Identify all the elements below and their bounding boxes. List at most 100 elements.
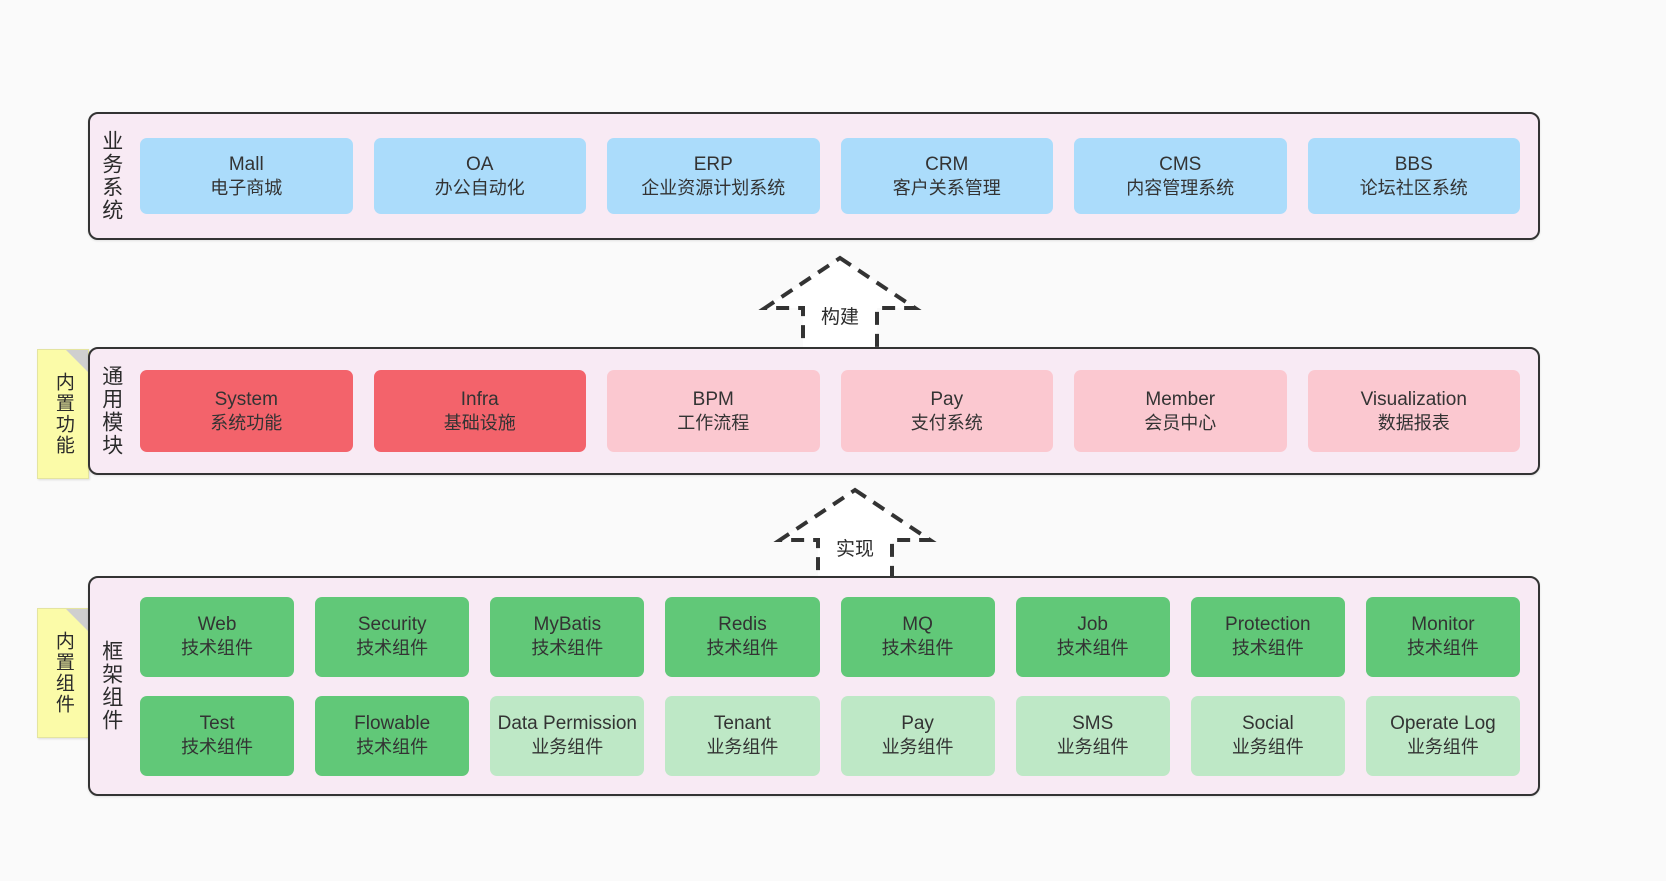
layer-title-module: 通用模块 xyxy=(99,365,123,457)
card-job[interactable]: Job 技术组件 xyxy=(1015,596,1170,677)
card-title: BBS xyxy=(1394,153,1433,175)
card-protection[interactable]: Protection 技术组件 xyxy=(1190,596,1345,677)
card-subtitle: 数据报表 xyxy=(1377,412,1450,433)
layer-common-module: 通用模块 System 系统功能 Infra 基础设施 BPM 工作流程 Pay… xyxy=(88,347,1540,475)
card-subtitle: 技术组件 xyxy=(356,638,429,659)
card-bbs[interactable]: BBS 论坛社区系统 xyxy=(1307,138,1520,214)
card-title: SMS xyxy=(1072,713,1114,735)
arrow-build-label: 构建 xyxy=(820,307,859,328)
card-monitor[interactable]: Monitor 技术组件 xyxy=(1365,596,1520,677)
card-subtitle: 业务组件 xyxy=(706,737,779,758)
card-title: Job xyxy=(1077,614,1108,636)
layer-business-system: 业务系统 Mall 电子商城 OA 办公自动化 ERP 企业资源计划系统 CRM… xyxy=(88,112,1540,240)
card-title: Tenant xyxy=(713,713,771,735)
card-mybatis[interactable]: MyBatis 技术组件 xyxy=(490,596,645,677)
card-web[interactable]: Web 技术组件 xyxy=(140,596,295,677)
card-title: Social xyxy=(1241,713,1294,735)
card-subtitle: 办公自动化 xyxy=(434,177,525,198)
card-mall[interactable]: Mall 电子商城 xyxy=(140,138,353,214)
card-subtitle: 企业资源计划系统 xyxy=(641,177,786,198)
card-title: Member xyxy=(1145,388,1216,410)
card-subtitle: 技术组件 xyxy=(181,638,254,659)
card-subtitle: 客户关系管理 xyxy=(892,177,1001,198)
card-member[interactable]: Member 会员中心 xyxy=(1074,370,1287,452)
card-data-permission[interactable]: Data Permission 业务组件 xyxy=(490,695,645,776)
card-title: BPM xyxy=(692,388,734,410)
arrow-implement-label: 实现 xyxy=(835,539,874,560)
card-sms[interactable]: SMS 业务组件 xyxy=(1015,695,1170,776)
layer-body-frame: Web 技术组件 Security 技术组件 MyBatis 技术组件 Redi… xyxy=(132,578,1538,794)
card-subtitle: 电子商城 xyxy=(210,177,283,198)
card-subtitle: 业务组件 xyxy=(1231,737,1304,758)
card-row: Web 技术组件 Security 技术组件 MyBatis 技术组件 Redi… xyxy=(140,596,1520,677)
card-title: ERP xyxy=(693,153,733,175)
card-flowable[interactable]: Flowable 技术组件 xyxy=(315,695,470,776)
layer-title-business: 业务系统 xyxy=(99,130,123,222)
card-subtitle: 论坛社区系统 xyxy=(1359,177,1468,198)
tag-builtin-function: 内置功能 xyxy=(37,349,89,479)
card-visualization[interactable]: Visualization 数据报表 xyxy=(1307,370,1520,452)
card-subtitle: 技术组件 xyxy=(181,737,254,758)
card-bpm[interactable]: BPM 工作流程 xyxy=(607,370,820,452)
card-pay-module[interactable]: Pay 支付系统 xyxy=(840,370,1053,452)
card-title: Monitor xyxy=(1411,614,1475,636)
tag-label: 内置功能 xyxy=(52,372,74,456)
card-operate-log[interactable]: Operate Log 业务组件 xyxy=(1365,695,1520,776)
tag-builtin-component: 内置组件 xyxy=(37,608,89,738)
card-subtitle: 工作流程 xyxy=(677,412,750,433)
card-title: System xyxy=(214,388,278,410)
card-title: Redis xyxy=(718,614,767,636)
card-infra[interactable]: Infra 基础设施 xyxy=(373,370,586,452)
card-subtitle: 技术组件 xyxy=(531,638,604,659)
card-subtitle: 技术组件 xyxy=(1056,638,1129,659)
card-subtitle: 业务组件 xyxy=(531,737,604,758)
card-subtitle: 技术组件 xyxy=(1231,638,1304,659)
card-subtitle: 技术组件 xyxy=(881,638,954,659)
card-title: Pay xyxy=(901,713,934,735)
card-title: Security xyxy=(357,614,427,636)
card-tenant[interactable]: Tenant 业务组件 xyxy=(665,695,820,776)
card-system[interactable]: System 系统功能 xyxy=(140,370,353,452)
card-subtitle: 会员中心 xyxy=(1144,412,1217,433)
card-cms[interactable]: CMS 内容管理系统 xyxy=(1074,138,1287,214)
card-subtitle: 技术组件 xyxy=(706,638,779,659)
card-erp[interactable]: ERP 企业资源计划系统 xyxy=(607,138,820,214)
card-title: MQ xyxy=(902,614,933,636)
card-subtitle: 技术组件 xyxy=(1406,638,1479,659)
card-title: Test xyxy=(199,713,235,735)
arrow-build-icon xyxy=(758,255,922,356)
layer-title-frame: 框架组件 xyxy=(99,640,123,732)
card-subtitle: 系统功能 xyxy=(210,412,283,433)
card-subtitle: 业务组件 xyxy=(881,737,954,758)
card-subtitle: 技术组件 xyxy=(356,737,429,758)
card-crm[interactable]: CRM 客户关系管理 xyxy=(840,138,1053,214)
card-title: Protection xyxy=(1225,614,1311,636)
card-title: Web xyxy=(197,614,237,636)
layer-body-business: Mall 电子商城 OA 办公自动化 ERP 企业资源计划系统 CRM 客户关系… xyxy=(132,114,1538,238)
arrow-implement-icon xyxy=(773,487,937,588)
card-security[interactable]: Security 技术组件 xyxy=(315,596,470,677)
card-row: Test 技术组件 Flowable 技术组件 Data Permission … xyxy=(140,695,1520,776)
card-title: Visualization xyxy=(1360,388,1467,410)
card-pay-component[interactable]: Pay 业务组件 xyxy=(840,695,995,776)
card-title: OA xyxy=(466,153,494,175)
card-title: MyBatis xyxy=(533,614,602,636)
card-social[interactable]: Social 业务组件 xyxy=(1190,695,1345,776)
arrow-build: 构建 xyxy=(755,250,925,360)
card-subtitle: 内容管理系统 xyxy=(1126,177,1235,198)
card-title: Mall xyxy=(228,153,264,175)
card-title: CMS xyxy=(1159,153,1202,175)
card-subtitle: 支付系统 xyxy=(910,412,983,433)
card-title: Infra xyxy=(460,388,499,410)
card-test[interactable]: Test 技术组件 xyxy=(140,695,295,776)
card-title: Operate Log xyxy=(1390,713,1496,735)
layer-framework-component: 框架组件 Web 技术组件 Security 技术组件 MyBatis 技术组件… xyxy=(88,576,1540,796)
card-subtitle: 业务组件 xyxy=(1406,737,1479,758)
tag-label: 内置组件 xyxy=(52,631,74,715)
card-title: Data Permission xyxy=(497,713,637,735)
card-mq[interactable]: MQ 技术组件 xyxy=(840,596,995,677)
card-oa[interactable]: OA 办公自动化 xyxy=(373,138,586,214)
card-redis[interactable]: Redis 技术组件 xyxy=(665,596,820,677)
card-row: Mall 电子商城 OA 办公自动化 ERP 企业资源计划系统 CRM 客户关系… xyxy=(140,138,1520,214)
